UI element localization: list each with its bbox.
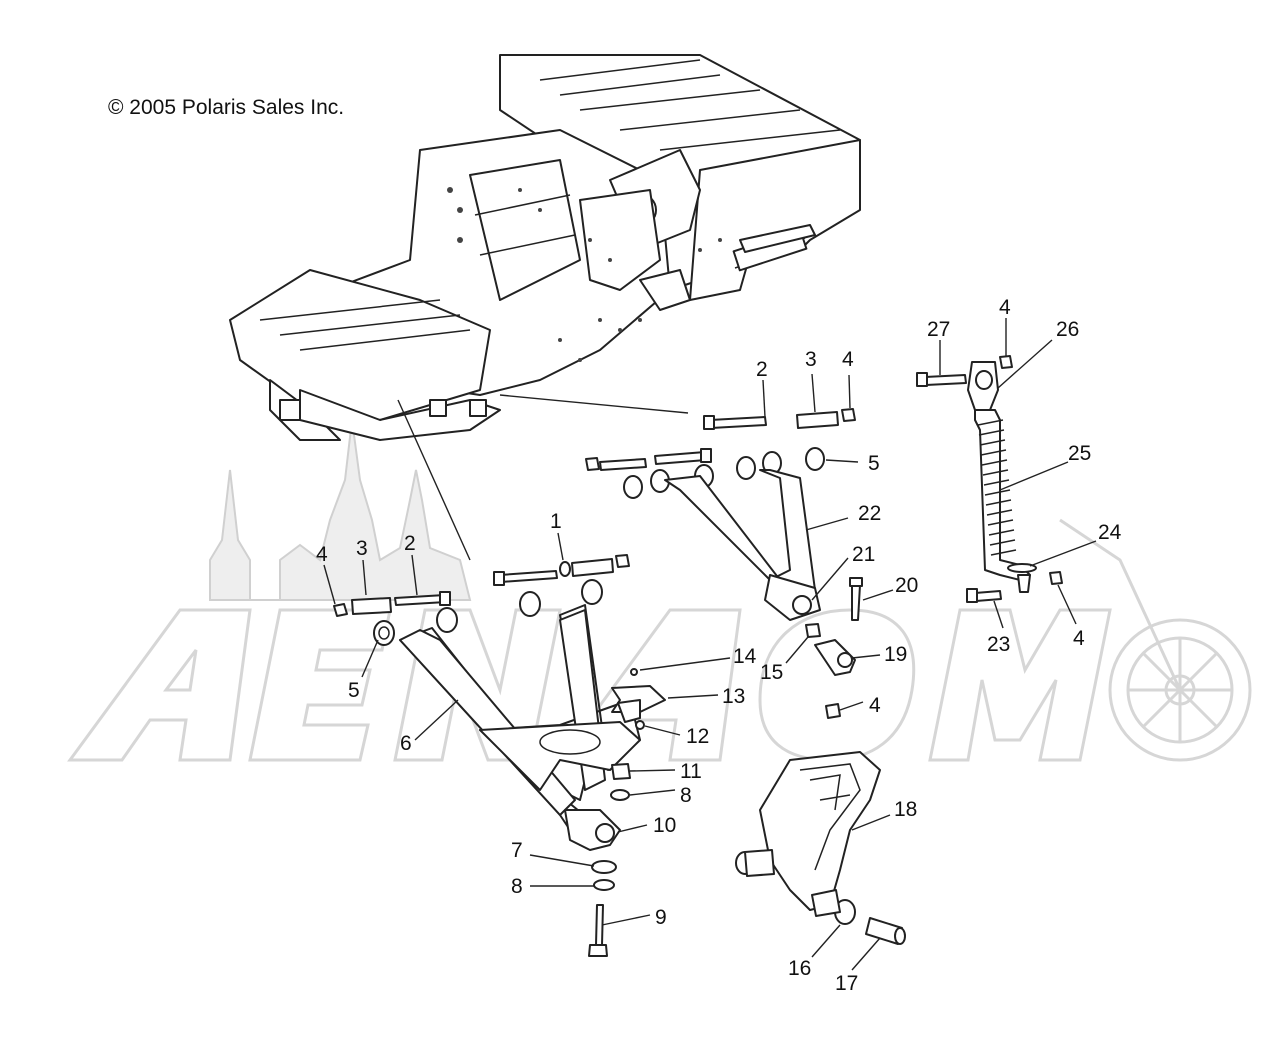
upper-bolt-left bbox=[599, 458, 647, 471]
callout-24: 24 bbox=[1098, 521, 1122, 544]
callout-25: 25 bbox=[1068, 442, 1091, 465]
callout-8-upper: 8 bbox=[680, 784, 692, 807]
nut-12 bbox=[635, 720, 645, 730]
lower-washer bbox=[559, 561, 571, 577]
a-arm-plate bbox=[479, 721, 641, 791]
nut-4-shock-bottom bbox=[1049, 571, 1063, 585]
callout-3-lower: 3 bbox=[356, 537, 368, 560]
upper-bolt-middle bbox=[654, 451, 707, 465]
callout-7: 7 bbox=[511, 839, 523, 862]
callout-1: 1 bbox=[550, 510, 562, 533]
watermark-wheel bbox=[1108, 618, 1252, 762]
upper-bolt-right bbox=[709, 416, 767, 429]
callout-4-shock-top: 4 bbox=[999, 296, 1011, 319]
nut-11 bbox=[611, 763, 631, 780]
callout-4-lower: 4 bbox=[316, 543, 328, 566]
bolt-27 bbox=[924, 374, 967, 386]
callout-2-lower: 2 bbox=[404, 532, 416, 555]
callout-23: 23 bbox=[987, 633, 1010, 656]
watermark-letter-a bbox=[67, 608, 252, 762]
bolt-20 bbox=[851, 584, 861, 621]
callout-15: 15 bbox=[760, 661, 783, 684]
bushing-upper-6 bbox=[805, 447, 825, 471]
watermark-letter-n bbox=[393, 608, 562, 762]
bushing-lower-2 bbox=[436, 607, 458, 633]
upper-spacer bbox=[796, 411, 839, 429]
callout-12: 12 bbox=[686, 725, 709, 748]
lower-nut-right bbox=[615, 554, 630, 568]
stop-bracket-assembly bbox=[611, 668, 666, 730]
callout-4-standalone: 4 bbox=[869, 694, 881, 717]
snap-ring-7 bbox=[591, 860, 617, 874]
upper-nut bbox=[841, 408, 856, 422]
watermark-letter-o bbox=[758, 608, 916, 762]
callout-21: 21 bbox=[852, 543, 875, 566]
lower-a-arm-assembly bbox=[333, 554, 641, 957]
leader-frame-2 bbox=[499, 394, 689, 414]
callout-20: 20 bbox=[895, 574, 918, 597]
upper-a-arm-assembly bbox=[585, 408, 863, 676]
nut-15 bbox=[805, 623, 821, 638]
callout-17: 17 bbox=[835, 972, 858, 995]
shock-spring-25 bbox=[974, 409, 1031, 581]
bolt-9 bbox=[595, 904, 604, 946]
nut-4-standalone bbox=[825, 703, 841, 719]
washer-8-upper bbox=[610, 789, 630, 801]
callout-9: 9 bbox=[655, 906, 667, 929]
copyright-notice: © 2005 Polaris Sales Inc. bbox=[108, 96, 345, 119]
callout-10: 10 bbox=[653, 814, 676, 837]
nut-4-shock-top bbox=[999, 355, 1013, 369]
callout-13: 13 bbox=[722, 685, 745, 708]
callout-6: 6 bbox=[400, 732, 412, 755]
spindle-assembly bbox=[735, 751, 906, 945]
callout-18: 18 bbox=[894, 798, 917, 821]
spindle-18 bbox=[759, 751, 881, 911]
lower-spacer-left bbox=[351, 597, 392, 615]
callout-19: 19 bbox=[884, 643, 907, 666]
bushing-upper-1 bbox=[623, 475, 643, 499]
lower-spacer-right bbox=[571, 558, 614, 577]
leader-lines bbox=[323, 318, 1097, 971]
screw-14 bbox=[630, 668, 638, 676]
chassis-frame bbox=[229, 54, 861, 441]
callout-22: 22 bbox=[858, 502, 881, 525]
callout-4-upper: 4 bbox=[842, 348, 854, 371]
front-frame bbox=[229, 269, 491, 421]
bushing-lower-4 bbox=[581, 579, 603, 605]
bushing-lower-3 bbox=[519, 591, 541, 617]
callout-16: 16 bbox=[788, 957, 811, 980]
washer-8-lower bbox=[593, 879, 615, 891]
callout-26: 26 bbox=[1056, 318, 1079, 341]
callout-2-upper: 2 bbox=[756, 358, 768, 381]
callout-14: 14 bbox=[733, 645, 757, 668]
shock-lower-eye bbox=[1017, 574, 1031, 593]
lower-bolt-right bbox=[499, 570, 558, 583]
watermark-skyline bbox=[209, 419, 472, 601]
callout-27: 27 bbox=[927, 318, 950, 341]
callout-5-upper: 5 bbox=[868, 452, 880, 475]
bushing-lower-1 bbox=[373, 620, 395, 646]
callout-8-lower: 8 bbox=[511, 875, 523, 898]
shock-assembly bbox=[916, 355, 1063, 603]
watermark-letter-m bbox=[928, 608, 1112, 762]
callout-11: 11 bbox=[680, 760, 702, 783]
callout-4-shock-bottom: 4 bbox=[1073, 627, 1085, 650]
callout-5-lower: 5 bbox=[348, 679, 360, 702]
bolt-23 bbox=[974, 590, 1002, 602]
watermark-letter-e bbox=[248, 608, 392, 762]
callout-3-upper: 3 bbox=[805, 348, 817, 371]
callout-labels: 1 2 2 3 3 4 4 4 4 4 5 5 6 7 8 8 9 10 11 … bbox=[316, 296, 1122, 995]
bushing-upper-4 bbox=[736, 456, 756, 480]
lower-nut-left bbox=[333, 603, 348, 617]
leader-frame-1 bbox=[397, 399, 471, 561]
upper-bushing-21 bbox=[792, 595, 812, 615]
